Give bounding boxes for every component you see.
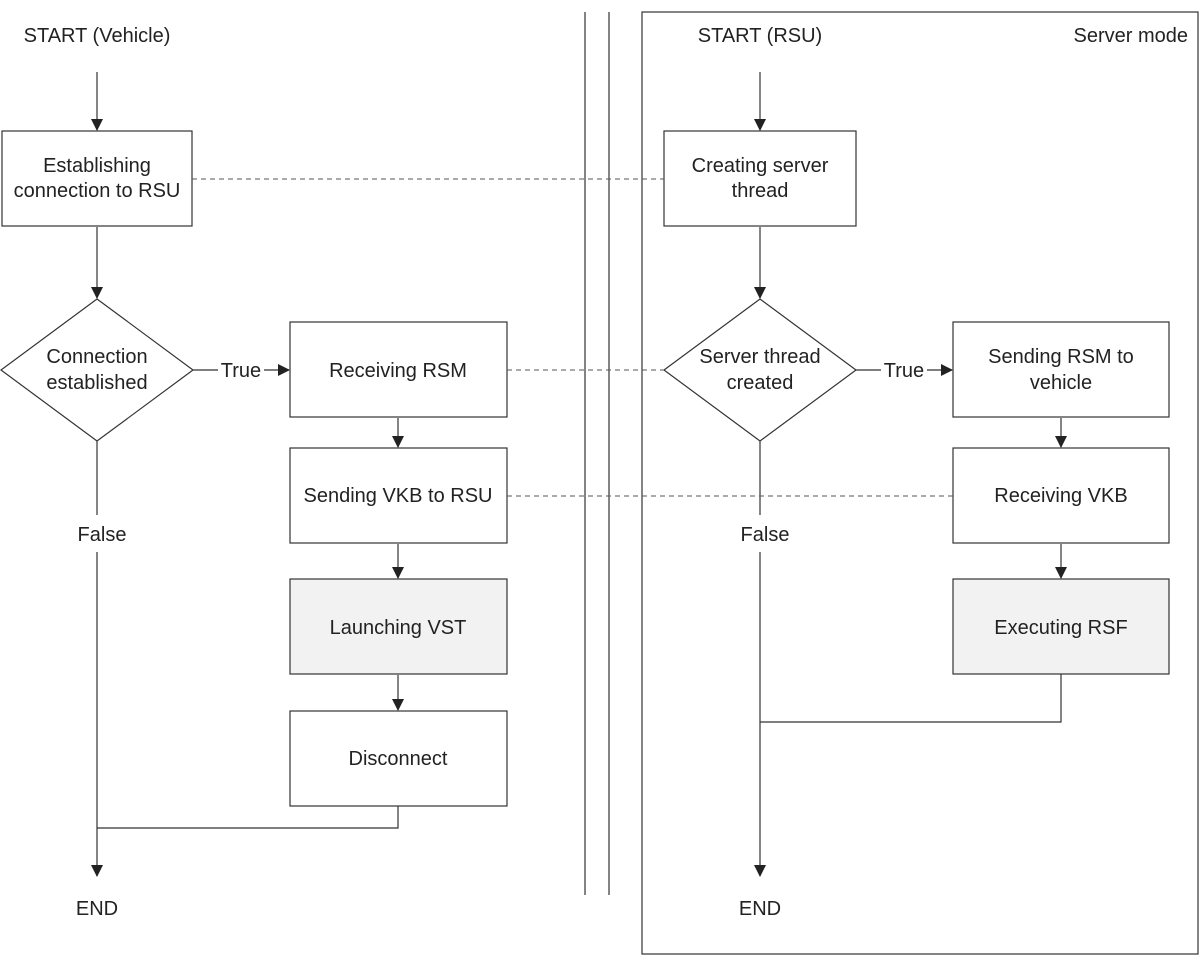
launching-vst-box: Launching VST [289,578,508,675]
receiving-vkb-label: Receiving VKB [994,485,1127,507]
vehicle-merge-line [97,806,399,829]
disconnect-label: Disconnect [349,748,448,770]
receiving-rsm-label: Receiving RSM [329,360,467,382]
disconnect-box: Disconnect [289,710,508,807]
rsu-false-label: False [741,524,790,546]
executing-rsf-box: Executing RSF [952,578,1170,675]
vehicle-true-label: True [221,360,261,382]
establishing-line-2: connection to RSU [14,180,181,202]
rsu-merge-line [760,674,1062,723]
vehicle-start-label: START (Vehicle) [24,25,171,47]
vehicle-false-label: False [78,524,127,546]
creating-server-thread-box: Creating server thread [663,130,857,227]
sending-rsm-box: Sending RSM to vehicle [952,321,1170,418]
vehicle-end-label: END [76,898,118,920]
rsu-decision-line-1: Server thread [699,346,820,368]
sending-vkb-box: Sending VKB to RSU [289,447,508,544]
receiving-rsm-box: Receiving RSM [289,321,508,418]
rsu-decision-line-2: created [727,372,794,394]
vehicle-decision-line-1: Connection [46,346,147,368]
vehicle-decision-line-2: established [46,372,147,394]
server-thread-created-decision: Server thread created [662,298,858,442]
connection-established-decision: Connection established [0,298,195,442]
rsu-start-label: START (RSU) [698,25,822,47]
creating-thread-line-2: thread [732,180,789,202]
creating-thread-line-1: Creating server [692,155,829,177]
rsu-end-label: END [739,898,781,920]
sending-rsm-line-2: vehicle [1030,372,1092,394]
sending-vkb-label: Sending VKB to RSU [304,485,493,507]
receiving-vkb-box: Receiving VKB [952,447,1170,544]
sending-rsm-line-1: Sending RSM to [988,346,1134,368]
establishing-line-1: Establishing [43,155,151,177]
executing-rsf-label: Executing RSF [994,617,1127,639]
server-mode-label: Server mode [1074,25,1189,47]
launching-vst-label: Launching VST [330,617,467,639]
rsu-true-label: True [884,360,924,382]
establishing-connection-box: Establishing connection to RSU [1,130,193,227]
